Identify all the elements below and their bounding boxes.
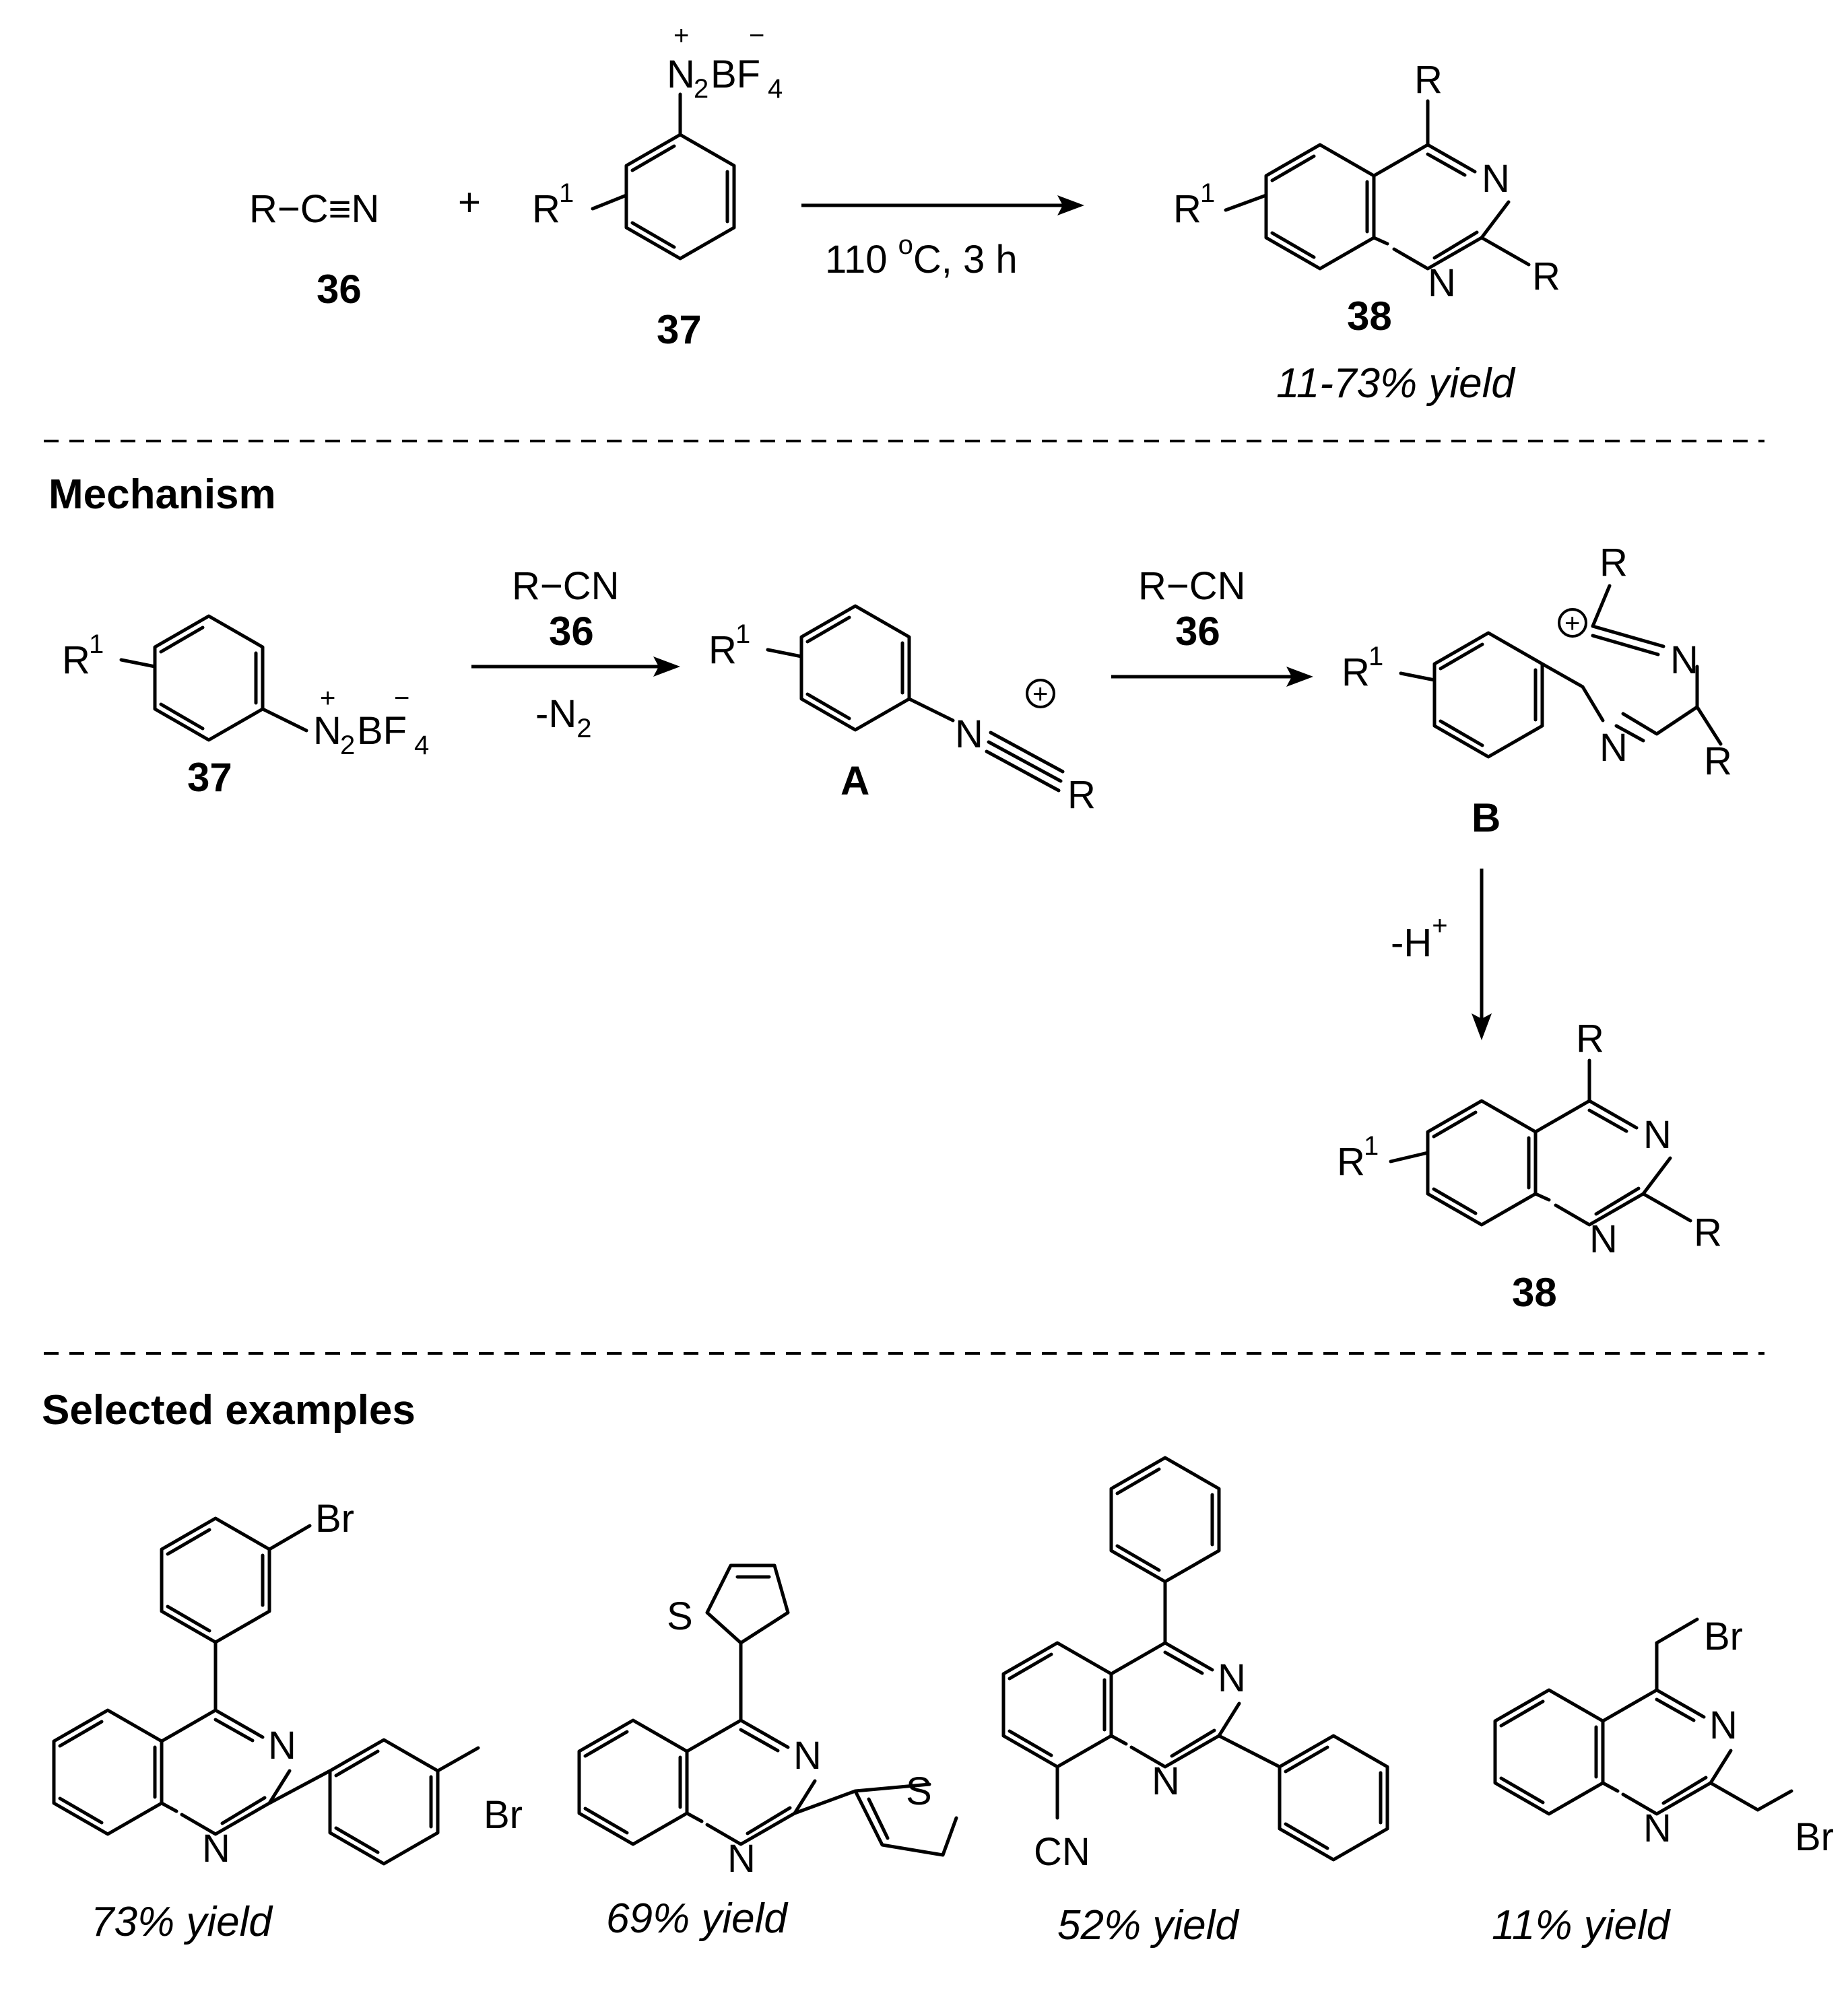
svg-text:2: 2 (340, 731, 355, 760)
svg-text:R: R (708, 628, 737, 672)
svg-text:Br: Br (484, 1793, 523, 1837)
svg-text:R: R (62, 638, 90, 682)
label-37: 37 (657, 307, 702, 352)
step3-loss: -H+ (1391, 911, 1448, 965)
svg-text:N: N (793, 1734, 822, 1778)
example-4-yield: 11% yield (1492, 1902, 1672, 1949)
example-3: N N CN 52% yield (1001, 1456, 1389, 1949)
product-yield: 11-73% yield (1276, 360, 1516, 407)
svg-text:2: 2 (694, 74, 708, 104)
example-3-yield: 52% yield (1057, 1902, 1240, 1949)
svg-text:R: R (1067, 773, 1096, 817)
example-2: S N N S 69% yield (577, 1563, 958, 1942)
svg-text:CN: CN (1034, 1830, 1090, 1874)
svg-text:N: N (1643, 1807, 1672, 1850)
r1-label: R (532, 187, 560, 231)
mechanism-37: R 1 + − N 2 BF 4 (62, 614, 429, 760)
mechanism-38: R N N R R 1 (1337, 1017, 1722, 1261)
svg-text:N: N (1428, 261, 1456, 305)
quinazoline-38: R N N R R 1 (1173, 58, 1560, 305)
svg-text:R: R (1337, 1140, 1365, 1184)
examples-heading: Selected examples (42, 1387, 416, 1433)
svg-text:R: R (1173, 187, 1201, 231)
svg-text:1: 1 (735, 619, 750, 649)
svg-text:1: 1 (559, 178, 574, 208)
intermediate-A: N + R R 1 (708, 604, 1096, 817)
label-A: A (840, 758, 869, 803)
label-36: 36 (317, 267, 362, 312)
svg-text:R: R (1704, 739, 1732, 783)
label-B: B (1472, 795, 1500, 840)
svg-text:S: S (906, 1769, 932, 1813)
step1-reagent: R−CN (512, 564, 620, 608)
mech-label-38: 38 (1512, 1270, 1557, 1315)
svg-text:−: − (394, 683, 409, 713)
svg-text:4: 4 (768, 74, 783, 104)
svg-text:R: R (1414, 58, 1443, 102)
svg-text:Br: Br (1704, 1615, 1743, 1658)
mechanism-heading: Mechanism (48, 471, 276, 518)
svg-text:36: 36 (1175, 609, 1220, 654)
svg-text:N: N (1643, 1113, 1672, 1157)
svg-text:1: 1 (1364, 1131, 1379, 1161)
svg-text:Br: Br (1795, 1815, 1834, 1859)
label-38: 38 (1347, 294, 1392, 339)
svg-text:R: R (1342, 650, 1370, 694)
intermediate-B: + R N N R R 1 (1342, 541, 1732, 783)
svg-text:BF: BF (357, 709, 407, 753)
n2-label: N (667, 53, 695, 96)
svg-text:1: 1 (1200, 178, 1215, 208)
step2-reagent: R−CN (1138, 564, 1246, 608)
example-2-yield: 69% yield (606, 1895, 789, 1942)
bf4-label: BF (711, 53, 760, 96)
svg-text:1: 1 (1368, 642, 1383, 671)
svg-text:N: N (202, 1827, 230, 1870)
top-reaction: R−C≡N 36 + + − N 2 BF 4 R 1 37 110 oC, 3… (249, 21, 1560, 407)
svg-text:R: R (1576, 1017, 1604, 1060)
svg-text:N: N (1152, 1759, 1180, 1803)
svg-text:+: + (1032, 679, 1048, 709)
svg-text:4: 4 (414, 731, 429, 760)
conditions: 110 oC, 3 h (825, 230, 1018, 281)
svg-text:+: + (1564, 609, 1580, 638)
minus-charge: − (749, 21, 764, 50)
svg-text:N: N (1670, 638, 1698, 682)
svg-text:N: N (268, 1724, 296, 1767)
diazonium-37: + − N 2 BF 4 R 1 (532, 21, 783, 261)
example-4: N N Br Br 11% yield (1492, 1615, 1834, 1949)
svg-text:+: + (320, 683, 335, 713)
svg-text:N: N (727, 1837, 756, 1881)
mech-label-37: 37 (187, 755, 232, 800)
svg-text:N: N (955, 712, 983, 756)
step1-byproduct: -N2 (535, 692, 591, 743)
svg-text:N: N (1218, 1656, 1246, 1700)
svg-text:N: N (1589, 1217, 1618, 1261)
example-1-yield: 73% yield (91, 1899, 273, 1945)
svg-text:1: 1 (89, 630, 104, 659)
svg-text:S: S (667, 1594, 693, 1638)
nitrile-36-formula: R−C≡N (249, 187, 379, 231)
svg-text:N: N (1482, 157, 1510, 201)
svg-text:N: N (313, 709, 341, 753)
svg-text:R: R (1532, 255, 1560, 298)
example-1: Br N N Br 73% yield (52, 1497, 523, 1945)
svg-text:N: N (1599, 726, 1628, 770)
svg-text:R: R (1599, 541, 1628, 584)
plus-sign: + (458, 180, 481, 224)
svg-text:36: 36 (549, 609, 594, 654)
svg-text:R: R (1694, 1211, 1722, 1254)
plus-charge: + (673, 21, 689, 50)
svg-text:N: N (1709, 1703, 1738, 1747)
svg-text:Br: Br (315, 1497, 354, 1541)
